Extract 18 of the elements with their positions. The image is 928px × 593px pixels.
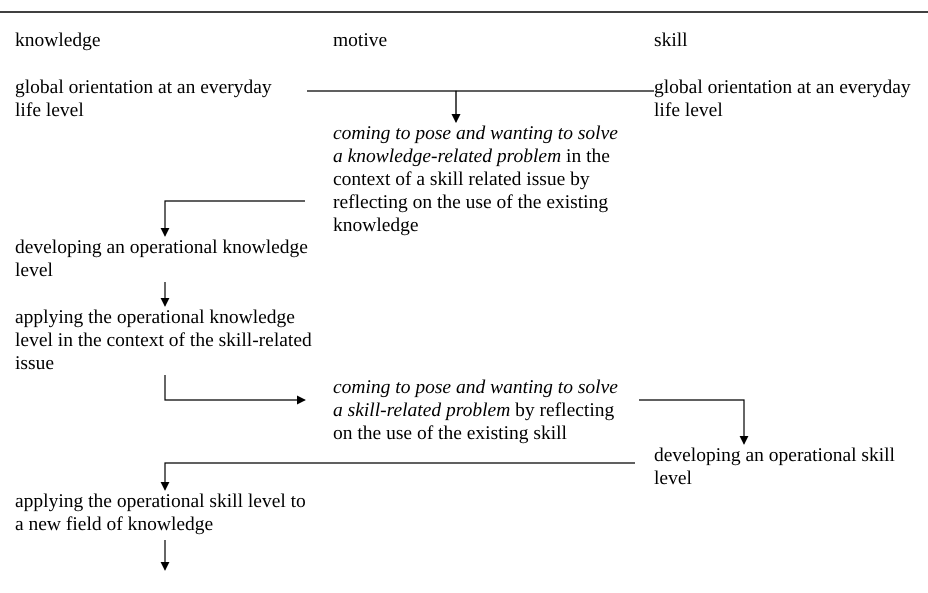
step-text: coming to pose and wanting to solve a knowledge-related problem in the context of a skill related issue by reflecting on the use of the existing knowledge xyxy=(305,122,629,237)
step-text: applying the operational knowledge level in the context of the skill-related issue xyxy=(15,306,330,375)
arrow xyxy=(160,282,170,307)
arrow xyxy=(639,399,748,445)
step-text: developing an operational skill level xyxy=(635,444,919,490)
step-text: coming to pose and wanting to solve a skill-related problem by reflecting on the use of the existing skill xyxy=(305,376,639,445)
column-header: knowledge xyxy=(15,29,101,52)
arrow xyxy=(452,90,654,123)
step-text: developing an operational knowledge level xyxy=(15,236,325,282)
step-text: global orientation at an everyday life level xyxy=(654,76,926,122)
column-header: motive xyxy=(333,29,388,52)
step-text: applying the operational skill level to a new field of knowledge xyxy=(15,490,315,536)
column-header: skill xyxy=(654,29,688,52)
arrow xyxy=(164,375,306,404)
arrow xyxy=(160,462,635,491)
arrow xyxy=(160,540,170,571)
arrow xyxy=(160,200,305,237)
step-text: global orientation at an everyday life level xyxy=(15,76,307,122)
